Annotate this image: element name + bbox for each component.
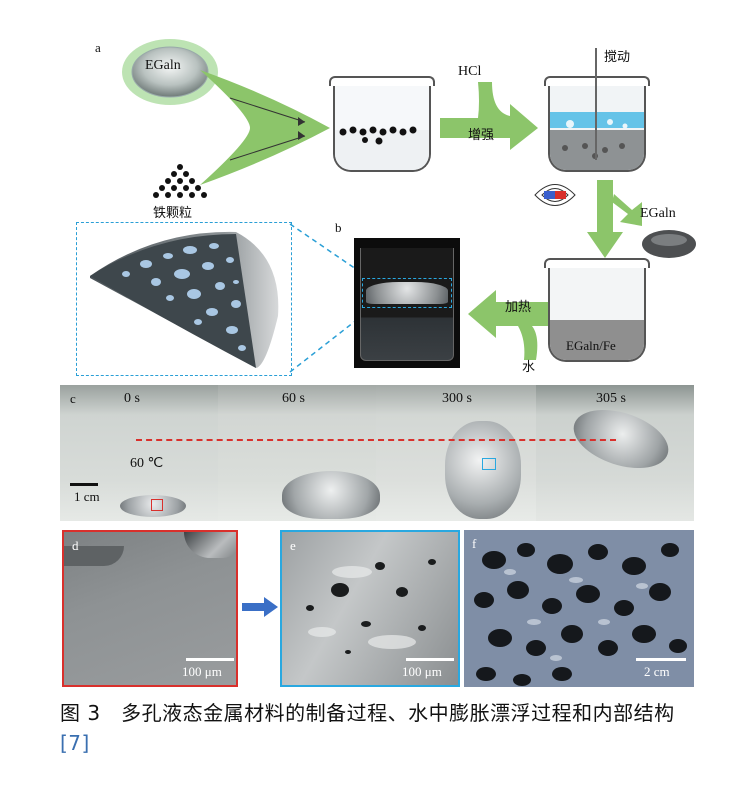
surface-shadow <box>64 546 124 566</box>
hcl-arrow-icon <box>440 82 538 150</box>
time-300s: 300 s <box>442 391 472 406</box>
panel-label-b: b <box>335 220 342 235</box>
panel-d-sem: d 100 μm <box>62 530 238 687</box>
caption-reference: [7] <box>60 731 90 755</box>
scale-bar-d <box>186 658 234 661</box>
beaker-egaln-fe <box>544 258 650 362</box>
beaker-bottom-label: EGaln/Fe <box>566 338 616 353</box>
panel-label-c: c <box>70 391 76 406</box>
pores-texture <box>306 559 436 654</box>
panel-label-d: d <box>72 538 79 553</box>
blue-region-box <box>482 458 496 470</box>
panel-label-f: f <box>472 536 477 551</box>
scale-label-f: 2 cm <box>644 664 670 679</box>
iron-label: 铁颗粒 <box>153 206 193 221</box>
temperature-label: 60 ℃ <box>130 456 164 471</box>
side-arrow-icon <box>612 194 642 226</box>
heat-arrow-icon <box>468 290 548 360</box>
blob-60s <box>282 471 380 519</box>
panel-e-sem: e 100 μm <box>280 530 460 687</box>
panel-label-e: e <box>290 538 296 553</box>
beaker-stirring <box>544 76 650 172</box>
panel-f-photo: f 2 cm <box>464 530 694 687</box>
egaln-top-label: EGaln <box>145 58 181 73</box>
surface-feature <box>184 532 236 558</box>
bubbles-icon <box>562 119 628 159</box>
photo-beaker-porous <box>354 238 460 368</box>
blob-300s <box>445 421 521 519</box>
float-reference-line <box>136 439 616 441</box>
water-label: 水 <box>522 360 536 375</box>
panel-label-a: a <box>95 40 101 55</box>
enhance-label: 增强 <box>468 128 495 143</box>
porous-hemisphere-model <box>90 231 279 368</box>
heat-label: 加热 <box>505 300 532 315</box>
figure-caption: 图 3 多孔液态金属材料的制备过程、水中膨胀漂浮过程和内部结构 [7] <box>60 698 710 758</box>
egaln-droplet-icon <box>122 39 218 105</box>
scale-bar-e <box>406 658 454 661</box>
egaln-drop-icon <box>642 230 696 258</box>
beaker-mixing <box>329 76 435 172</box>
egaln-right-label: EGaln <box>640 206 676 221</box>
time-0s: 0 s <box>124 391 140 406</box>
iron-dots-beaker <box>339 126 417 145</box>
scale-label-c: 1 cm <box>74 489 100 504</box>
red-region-box <box>151 499 163 511</box>
iron-particles-icon <box>153 164 207 198</box>
scale-label-e: 100 μm <box>402 664 442 679</box>
time-305s: 305 s <box>596 391 626 406</box>
inset-box <box>76 222 292 376</box>
right-arrow-icon <box>242 597 278 617</box>
merge-arrow-icon <box>200 70 330 185</box>
time-60s: 60 s <box>282 391 305 406</box>
stir-label: 搅动 <box>604 50 631 65</box>
scale-bar-c <box>70 483 98 486</box>
down-arrow-icon <box>587 180 623 258</box>
magnet-icon <box>534 184 576 206</box>
scale-label-d: 100 μm <box>182 664 222 679</box>
stir-rod <box>595 48 597 160</box>
caption-text: 图 3 多孔液态金属材料的制备过程、水中膨胀漂浮过程和内部结构 <box>60 701 675 725</box>
panel-c-photo-strip: c 0 s 60 s 300 s 305 s 60 ℃ 1 cm <box>60 385 694 521</box>
hcl-label: HCl <box>458 64 482 79</box>
blob-0s <box>120 495 186 517</box>
scale-bar-f <box>636 658 686 661</box>
